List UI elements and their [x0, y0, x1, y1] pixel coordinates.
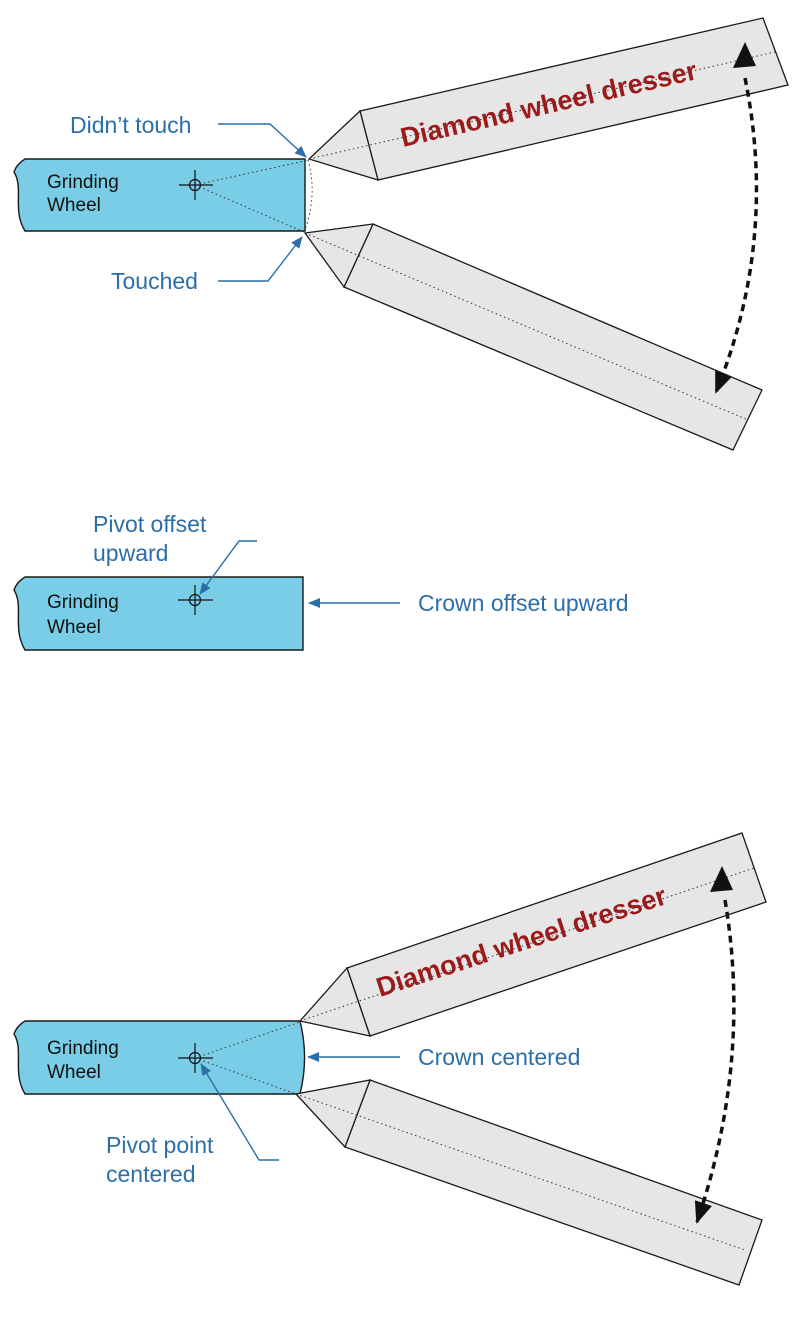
crown-centered-label: Crown centered	[418, 1044, 580, 1070]
didnt-touch-label: Didn’t touch	[70, 112, 191, 138]
grinding-wheel-middle	[13, 576, 304, 651]
pivot-offset-leader	[199, 540, 257, 595]
middle-panel: Grinding Wheel Pivot offset upward Crown…	[13, 511, 629, 651]
wheel-label-line2-middle: Wheel	[47, 617, 101, 638]
wheel-label-line2-bottom: Wheel	[47, 1062, 101, 1083]
motion-arrow-bottom-start	[710, 866, 733, 892]
top-panel: Grinding Wheel Diamond wheel dresser	[13, 17, 789, 451]
touched-leader	[218, 236, 303, 282]
motion-arrow-bottom	[694, 899, 736, 1224]
touched-label: Touched	[111, 268, 198, 294]
wheel-label-line1-middle: Grinding	[47, 592, 119, 613]
ref-line-upper-bottom	[194, 1021, 301, 1059]
ref-line-lower-top	[194, 184, 305, 233]
dresser-upper-top	[307, 17, 789, 181]
pivot-offset-label-line2: upward	[93, 540, 168, 566]
dresser-lower-top	[303, 223, 763, 451]
pivot-offset-label-line1: Pivot offset	[93, 511, 207, 537]
pivot-point-label-line2: centered	[106, 1161, 196, 1187]
wheel-label-line2-top: Wheel	[47, 195, 101, 216]
dresser-upper-bottom	[298, 832, 767, 1037]
didnt-touch-leader	[218, 123, 307, 158]
bottom-panel: Grinding Wheel Diamond wheel dresser Cro…	[13, 832, 767, 1286]
grinding-wheel-bottom	[13, 1020, 306, 1095]
motion-arrow-top-start	[733, 42, 756, 68]
pivot-point-label-line1: Pivot point	[106, 1132, 214, 1158]
ref-line-upper-top	[194, 159, 310, 186]
sweep-arc-top	[303, 159, 313, 233]
pivot-crosshair-middle	[178, 585, 213, 615]
crown-offset-label: Crown offset upward	[418, 590, 629, 616]
dresser-lower-bottom	[294, 1079, 763, 1286]
wheel-label-line1-top: Grinding	[47, 172, 119, 193]
pivot-point-leader	[200, 1063, 279, 1161]
grinding-wheel-top	[13, 158, 306, 232]
wheel-label-line1-bottom: Grinding	[47, 1038, 119, 1059]
motion-arrow-top	[714, 77, 759, 394]
